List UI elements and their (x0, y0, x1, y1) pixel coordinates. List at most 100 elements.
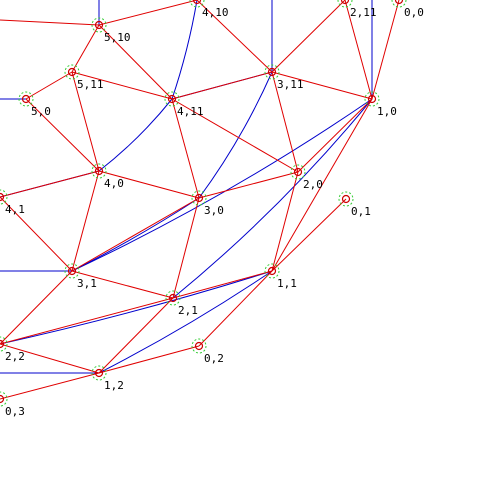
node-halo (0, 336, 8, 352)
red-edge-0-1-to-1-1 (271, 198, 347, 272)
node-label: 5,11 (77, 78, 104, 91)
node-halo (364, 91, 380, 107)
mesh-node (264, 64, 280, 80)
node-label: 3,0 (204, 204, 224, 217)
red-edge-2-11-to-3-11 (271, 0, 346, 73)
red-edge-4-10-to-5-10 (98, 0, 198, 26)
mesh-node (18, 91, 34, 107)
node-marker (0, 339, 5, 349)
red-edge-5-0-to-4-0 (25, 98, 100, 172)
red-edge-1-0-to-2-0 (297, 98, 373, 173)
node-label: 5,0 (31, 105, 51, 118)
red-edge-1-0-to-1-1 (271, 98, 373, 272)
node-marker (340, 0, 350, 5)
red-edge-5-10-to-5-0-edge-left (0, 19, 100, 26)
mesh-node (164, 91, 180, 107)
mesh-node (189, 0, 205, 8)
node-label: 2,2 (5, 350, 25, 363)
node-marker (267, 67, 277, 77)
red-edge-2-2-to-1-2 (0, 343, 100, 374)
red-edge-4-0-to-3-0 (98, 170, 200, 199)
node-marker (394, 0, 404, 5)
node-marker (341, 194, 351, 204)
mesh-node (264, 263, 280, 279)
mesh-node (91, 17, 107, 33)
node-marker (293, 167, 303, 177)
node-label: 2,1 (178, 304, 198, 317)
node-halo (191, 338, 207, 354)
red-edge-5-11-to-5-0 (25, 71, 73, 100)
node-marker (168, 293, 178, 303)
red-edge-4-11-to-2-0 (171, 98, 299, 173)
node-halo (91, 365, 107, 381)
red-edge-4-10-to-3-11 (196, 0, 273, 73)
node-label: 4,11 (177, 105, 204, 118)
node-halo (165, 290, 181, 306)
node-halo (64, 263, 80, 279)
node-halo (0, 391, 8, 407)
mesh-node (337, 0, 353, 8)
red-edge-1-2-to-0-3 (0, 372, 100, 400)
node-marker (367, 94, 377, 104)
node-marker (167, 94, 177, 104)
node-label: 0,3 (5, 405, 25, 418)
mesh-node (364, 91, 380, 107)
blue-edge-4-11-to-4-10 (171, 0, 198, 100)
node-layer (0, 0, 407, 407)
node-label: 1,0 (377, 105, 397, 118)
node-label: 3,1 (77, 277, 97, 290)
blue-edge-1-2-to-1-1 (98, 270, 273, 374)
node-label: 1,2 (104, 379, 124, 392)
node-marker (94, 20, 104, 30)
node-halo (164, 91, 180, 107)
mesh-node (91, 163, 107, 179)
mesh-node (391, 0, 407, 8)
node-marker (94, 368, 104, 378)
node-label: 2,11 (350, 6, 377, 19)
node-label: 3,11 (277, 78, 304, 91)
blue-edge-2-2-to-1-1 (0, 270, 273, 345)
red-edge-4-1-to-3-1 (0, 196, 73, 272)
node-marker (0, 192, 5, 202)
mesh-node (0, 336, 8, 352)
mesh-node (191, 338, 207, 354)
node-label: 0,2 (204, 352, 224, 365)
node-halo (264, 64, 280, 80)
node-label: 2,0 (303, 178, 323, 191)
red-edge-1-1-to-0-2 (198, 270, 273, 347)
node-marker (67, 67, 77, 77)
red-edge-2-0-to-1-1 (271, 171, 299, 272)
node-marker (194, 341, 204, 351)
node-label: 5,10 (104, 31, 131, 44)
red-edge-4-0-to-3-1 (71, 170, 100, 272)
node-marker (192, 0, 202, 5)
node-halo (264, 263, 280, 279)
red-edge-3-0-to-3-1 (71, 197, 200, 272)
node-halo (18, 91, 34, 107)
node-halo (91, 17, 107, 33)
red-edge-3-0-to-2-1 (172, 197, 200, 299)
node-halo (290, 164, 306, 180)
mesh-node (290, 164, 306, 180)
red-edge-3-11-to-2-0 (271, 71, 299, 173)
blue-edge-3-0-to-3-11 (198, 71, 273, 199)
node-marker (94, 166, 104, 176)
red-edge-4-11-to-3-0 (171, 98, 200, 199)
mesh-node (64, 263, 80, 279)
node-halo (91, 163, 107, 179)
red-edge-0-0-to-1-0 (371, 0, 400, 100)
node-label: 4,1 (5, 203, 25, 216)
blue-edge-2-1-to-1-0 (172, 98, 373, 299)
red-edge-5-11-to-4-0 (71, 71, 100, 172)
node-halo (191, 190, 207, 206)
mesh-node (338, 191, 354, 207)
red-edge-2-0-to-3-0 (198, 171, 299, 199)
red-edge-2-1-to-1-1 (172, 270, 273, 299)
mesh-node (0, 391, 8, 407)
node-label: 4,10 (202, 6, 229, 19)
mesh-node (165, 290, 181, 306)
node-label: 0,1 (351, 205, 371, 218)
red-edge-4-0-to-4-1 (0, 170, 100, 198)
